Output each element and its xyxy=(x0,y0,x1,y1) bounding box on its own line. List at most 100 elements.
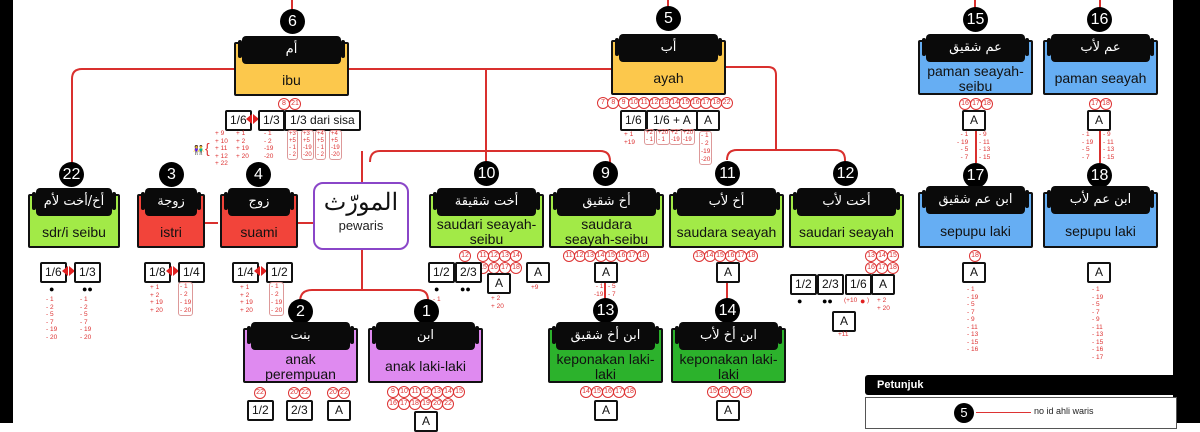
card-istri[interactable]: زوجة istri xyxy=(137,188,205,248)
heir-label: ibu xyxy=(282,71,301,88)
card-keponakan-seayah-seibu[interactable]: ابن أخ شقيق keponakan laki-laki xyxy=(548,322,663,383)
notes: (+10 xyxy=(844,297,858,304)
connector-lines xyxy=(71,0,1101,303)
share-box: A xyxy=(962,110,987,131)
person-icon: ● xyxy=(797,296,803,306)
arabic-label: عم شقيق xyxy=(922,34,1029,62)
share-box: A xyxy=(716,262,741,283)
connector-10-9 xyxy=(369,150,611,164)
id-badge-keponakan-seayah-seibu: 13 xyxy=(593,298,618,323)
blocker-marker: 22 xyxy=(299,387,311,399)
blocker-marker: 18 xyxy=(1100,98,1112,110)
id-badge-anak-laki-laki: 1 xyxy=(414,299,439,324)
card-ibu[interactable]: أم ibu xyxy=(234,36,349,96)
card-sepupu-seayah[interactable]: ابن عم لأب sepupu laki xyxy=(1043,186,1158,248)
notes: ) xyxy=(867,297,870,304)
heir-label: saudari seayah-seibu xyxy=(436,216,537,247)
share-box: A xyxy=(414,411,439,432)
connector-ibu-sdr-seibu xyxy=(71,68,234,163)
notes: + 2 + 20 xyxy=(877,297,890,312)
notes: +11 xyxy=(838,331,849,338)
card-paman-seayah-seibu[interactable]: عم شقيق paman seayah-seibu xyxy=(918,34,1033,95)
notes-bracket: - 1 - 2 -19 -20 xyxy=(699,131,713,165)
share-box: 2/3 xyxy=(286,400,313,421)
card-saudara-seayah[interactable]: أخ لأب saudara seayah xyxy=(669,188,784,248)
blocker-marker: 18 xyxy=(740,386,752,398)
connector-11-12 xyxy=(726,149,846,164)
blocker-marker: 22 xyxy=(254,387,266,399)
id-badge-saudari-seayah-seibu: 10 xyxy=(474,161,499,186)
arrow-right-icon xyxy=(261,266,267,276)
notes: - 1 -19 xyxy=(594,283,604,298)
blocker-marker: 18 xyxy=(745,250,758,262)
share-box: 1/8 xyxy=(144,262,171,283)
heir-label: saudara seayah xyxy=(676,223,777,240)
person-icon: ● xyxy=(49,284,55,294)
notes: + 9 + 10 + 11 + 12 + 22 xyxy=(215,130,228,167)
arabic-label: عم لأب xyxy=(1047,34,1154,62)
arabic-label: أخ/أخت لأم xyxy=(32,188,116,216)
card-anak-perempuan[interactable]: بنت anak perempuan xyxy=(243,322,358,383)
heir-label: keponakan laki-laki xyxy=(556,350,655,382)
heir-label: sdr/i seibu xyxy=(42,223,106,240)
card-saudari-seayah-seibu[interactable]: أخت شقيقة saudari seayah-seibu xyxy=(429,188,544,248)
share-box: 1/2 xyxy=(428,262,455,283)
share-box: 1/6 xyxy=(620,110,647,131)
share-box: A xyxy=(594,262,619,283)
notes: + 2 + 20 xyxy=(491,295,504,310)
notes: - 1 - 2 -19 -20 xyxy=(264,130,274,160)
card-paman-seayah[interactable]: عم لأب paman seayah xyxy=(1043,34,1158,95)
id-badge-saudara-seayah: 11 xyxy=(715,161,740,186)
heir-label: paman seayah-seibu xyxy=(927,62,1024,94)
arrow-right-icon xyxy=(253,114,259,124)
id-badge-saudara-seayah-seibu: 9 xyxy=(593,161,618,186)
card-saudara-seayah-seibu[interactable]: أخ شقيق saudara seayah-seibu xyxy=(549,188,664,248)
card-ayah[interactable]: أب ayah xyxy=(611,34,726,95)
blocker-marker: 14 xyxy=(510,250,522,262)
arrow-left-icon xyxy=(246,114,252,124)
arrow-left-icon xyxy=(62,266,68,276)
right-black-border xyxy=(1173,0,1200,423)
blocker-marker: 18 xyxy=(636,250,649,262)
notes: - 1 - 19 - 5 - 7 - 9 - 11 - 13 - 15 - 16 xyxy=(967,286,979,353)
two-persons-icon: ●● xyxy=(822,296,833,306)
share-box: 1/2 xyxy=(247,400,274,421)
share-box: 1/4 xyxy=(232,262,259,283)
share-box: 1/6 + A xyxy=(646,110,698,131)
id-badge-sepupu-seayah-seibu: 17 xyxy=(963,163,988,188)
card-saudari-seayah[interactable]: أخت لأب saudari seayah xyxy=(789,188,904,248)
notes-bracket: +3 +5 -19 -20 xyxy=(301,130,314,160)
id-badge-paman-seayah: 16 xyxy=(1087,7,1112,32)
notes-bracket: - 1 - 2 - 19 - 20 xyxy=(178,282,194,316)
notes: + 1 + 2 + 19 + 20 xyxy=(240,284,253,314)
share-box: A xyxy=(696,110,721,131)
notes-bracket: +20 -19 xyxy=(681,129,696,145)
notes: + 1 +19 xyxy=(624,131,636,146)
pewaris-arabic: المورّث xyxy=(323,188,399,216)
share-box: A xyxy=(487,273,512,294)
share-box: A xyxy=(594,400,619,421)
heir-label: suami xyxy=(240,223,278,240)
card-suami[interactable]: زوج suami xyxy=(220,188,298,248)
notes: - 9 - 11 - 13 - 15 xyxy=(979,131,991,161)
notes: + 1 + 2 + 19 + 20 xyxy=(236,130,249,160)
card-anak-laki-laki[interactable]: ابن anak laki-laki xyxy=(368,322,483,383)
blocker-marker: 12 xyxy=(459,250,471,262)
card-sdr-seibu[interactable]: أخ/أخت لأم sdr/i seibu xyxy=(28,188,120,248)
card-keponakan-seayah[interactable]: ابن أخ لأب keponakan laki-laki xyxy=(671,322,786,383)
notes-bracket: +3 +5 - 1 - 2 xyxy=(287,130,299,160)
share-box: 1/2 xyxy=(790,274,817,295)
card-sepupu-seayah-seibu[interactable]: ابن عم شقيق sepupu laki xyxy=(918,186,1033,248)
share-box: 1/2 xyxy=(266,262,293,283)
notes: - 9 - 11 - 13 - 15 xyxy=(1103,131,1115,161)
brace: { xyxy=(205,140,210,156)
legend-id-sample: 5 xyxy=(954,403,974,423)
blocker-marker: 13 xyxy=(658,97,671,109)
pewaris-node[interactable]: المورّث pewaris xyxy=(313,182,409,250)
share-box: A xyxy=(962,262,987,283)
blocker-marker: 18 xyxy=(510,262,522,274)
arabic-label: أخت شقيقة xyxy=(433,188,540,216)
connector-children xyxy=(299,289,429,303)
blocker-marker: 18 xyxy=(887,262,899,274)
id-badge-sdr-seibu: 22 xyxy=(59,162,84,187)
